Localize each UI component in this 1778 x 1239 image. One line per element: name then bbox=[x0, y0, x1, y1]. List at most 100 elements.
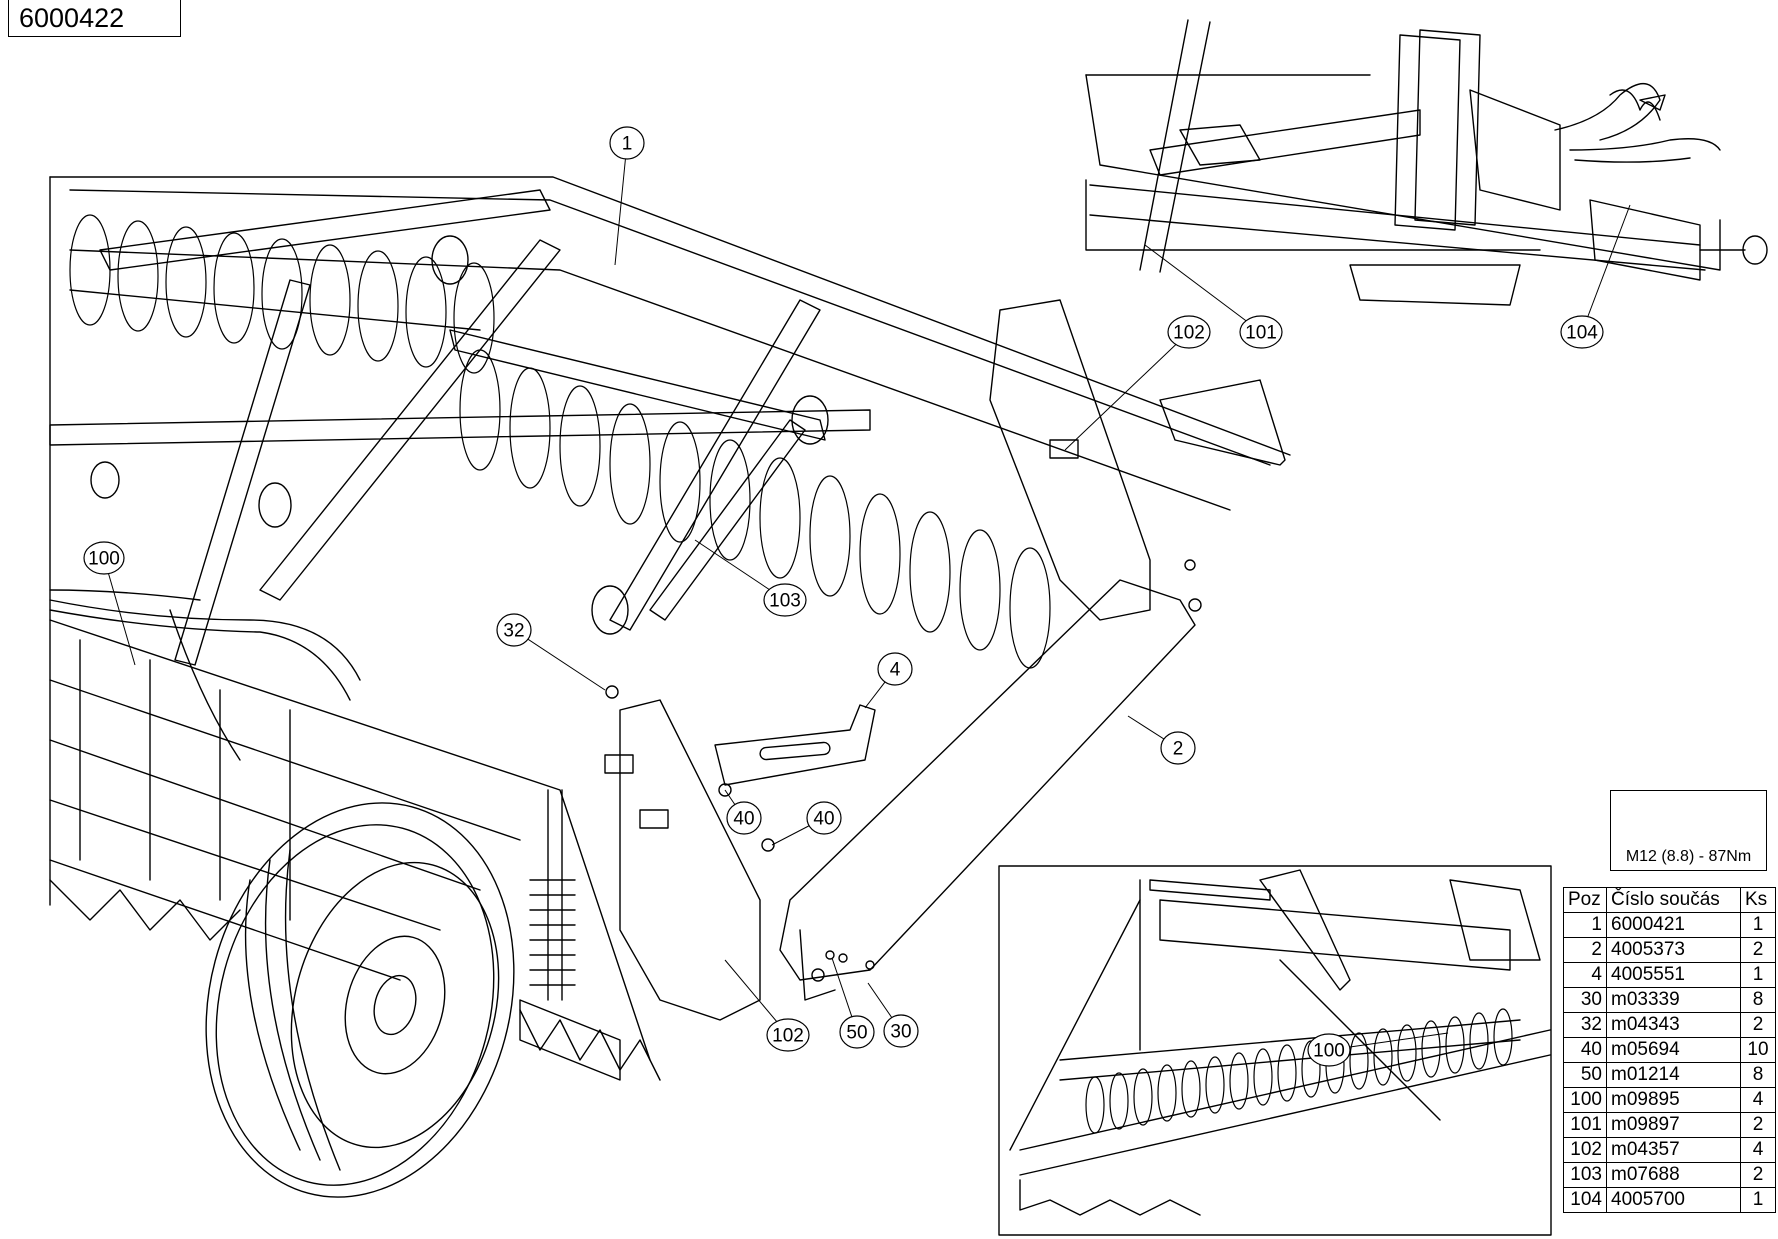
callout-balloon bbox=[1167, 315, 1211, 349]
part-quantity: 2 bbox=[1740, 937, 1776, 963]
part-number: 4005551 bbox=[1606, 962, 1741, 988]
part-number: m04357 bbox=[1606, 1137, 1741, 1163]
part-quantity: 1 bbox=[1740, 912, 1776, 938]
header-qty: Ks bbox=[1740, 887, 1776, 913]
roller-disc bbox=[405, 256, 447, 368]
part-position: 2 bbox=[1563, 937, 1607, 963]
part-position: 50 bbox=[1563, 1062, 1607, 1088]
callout-number: 4 bbox=[890, 660, 901, 681]
fasteners bbox=[605, 559, 1202, 982]
roller-disc bbox=[1109, 1072, 1129, 1130]
roller-disc bbox=[509, 367, 551, 489]
hydraulic-hoses bbox=[49, 589, 361, 761]
roller-disc bbox=[453, 262, 495, 374]
roller-disc bbox=[959, 529, 1001, 651]
callout-number: 50 bbox=[846, 1023, 867, 1044]
rear-roller-discs bbox=[69, 214, 495, 374]
part-number: 4005373 bbox=[1606, 937, 1741, 963]
part-quantity: 2 bbox=[1740, 1012, 1776, 1038]
part-quantity: 10 bbox=[1740, 1037, 1776, 1063]
roller-disc bbox=[709, 439, 751, 561]
callout-number: 40 bbox=[733, 809, 754, 830]
part-quantity: 4 bbox=[1740, 1087, 1776, 1113]
side-plate-right bbox=[989, 299, 1151, 621]
roller-disc bbox=[1229, 1052, 1249, 1110]
callout-number: 100 bbox=[1313, 1041, 1345, 1062]
roller-disc bbox=[1085, 1076, 1105, 1134]
callout-number: 30 bbox=[890, 1022, 911, 1043]
roller-disc bbox=[1133, 1068, 1153, 1126]
rear-roller bbox=[69, 189, 1271, 511]
callout-balloon bbox=[1239, 315, 1283, 349]
part-position: 1 bbox=[1563, 912, 1607, 938]
part-position: 104 bbox=[1563, 1187, 1607, 1213]
front-cage-roller bbox=[49, 619, 661, 1081]
part-position: 100 bbox=[1563, 1087, 1607, 1113]
document-number: 6000422 bbox=[8, 0, 181, 37]
roller-disc bbox=[1421, 1020, 1441, 1078]
roller-disc bbox=[165, 226, 207, 338]
callout-balloon bbox=[766, 1018, 810, 1052]
callout-balloon bbox=[763, 583, 807, 617]
callout-balloon bbox=[1560, 315, 1604, 349]
callout-leader bbox=[1581, 204, 1631, 333]
callout-number: 100 bbox=[88, 549, 120, 570]
torque-spec-box: M12 (8.8) - 87Nm bbox=[1610, 790, 1767, 871]
bracket bbox=[714, 704, 876, 786]
callout-number: 103 bbox=[769, 591, 801, 612]
callout-balloon bbox=[877, 652, 913, 686]
callout-number: 104 bbox=[1566, 323, 1598, 344]
part-position: 103 bbox=[1563, 1162, 1607, 1188]
part-quantity: 8 bbox=[1740, 987, 1776, 1013]
roller-disc bbox=[1009, 547, 1051, 669]
part-position: 4 bbox=[1563, 962, 1607, 988]
part-quantity: 2 bbox=[1740, 1112, 1776, 1138]
callout-balloon bbox=[806, 801, 842, 835]
wheel bbox=[205, 802, 515, 1198]
parts-table-header: Poz Číslo součás Ks bbox=[1563, 887, 1776, 913]
callout-number: 101 bbox=[1245, 323, 1277, 344]
part-quantity: 8 bbox=[1740, 1062, 1776, 1088]
roller-disc bbox=[609, 403, 651, 525]
part-number: m09897 bbox=[1606, 1112, 1741, 1138]
callout-number: 32 bbox=[503, 621, 524, 642]
roller-disc bbox=[659, 421, 701, 543]
roller-disc bbox=[213, 232, 255, 344]
part-position: 32 bbox=[1563, 1012, 1607, 1038]
part-number: m07688 bbox=[1606, 1162, 1741, 1188]
callout-leader bbox=[513, 629, 606, 691]
roller-disc bbox=[809, 475, 851, 597]
roller-disc bbox=[309, 244, 351, 356]
callout-number: 2 bbox=[1173, 739, 1184, 760]
callout-balloon bbox=[883, 1014, 919, 1048]
roller-disc bbox=[261, 238, 303, 350]
shield-plate bbox=[779, 579, 1196, 1001]
inset-roller-view bbox=[998, 865, 1552, 1236]
callout-leader bbox=[103, 557, 136, 666]
callout-balloon bbox=[1307, 1033, 1351, 1067]
main-machine-view bbox=[49, 176, 1291, 1198]
roller-disc bbox=[1445, 1016, 1465, 1074]
callout-balloon bbox=[726, 801, 762, 835]
header-pos: Poz bbox=[1563, 887, 1607, 913]
roller-disc bbox=[1253, 1048, 1273, 1106]
inset-drawbar-view bbox=[1085, 19, 1768, 306]
part-number: 6000421 bbox=[1606, 912, 1741, 938]
part-position: 40 bbox=[1563, 1037, 1607, 1063]
torque-spec-label: M12 (8.8) - 87Nm bbox=[1625, 848, 1752, 865]
part-number: m09895 bbox=[1606, 1087, 1741, 1113]
roller-disc bbox=[1373, 1028, 1393, 1086]
